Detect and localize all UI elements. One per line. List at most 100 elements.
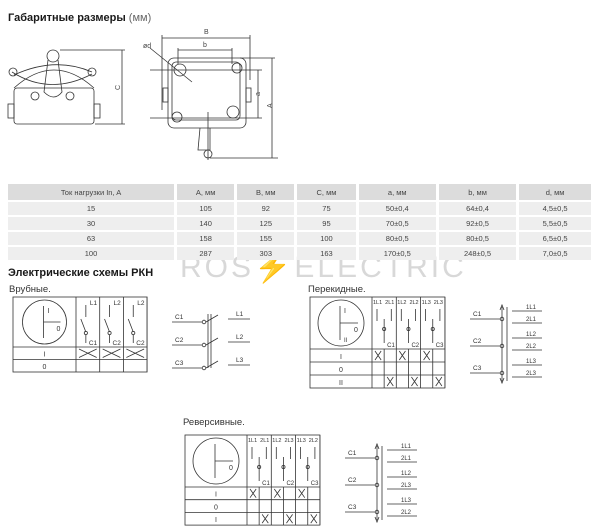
table-cell: 163 bbox=[297, 247, 356, 260]
input-label: C2 bbox=[175, 337, 184, 344]
x-mark bbox=[78, 348, 97, 358]
x-mark bbox=[286, 514, 293, 524]
contact-blade bbox=[104, 318, 110, 333]
x-mark bbox=[374, 350, 382, 361]
label-a: a bbox=[255, 92, 262, 96]
contact-pivot bbox=[281, 464, 286, 469]
row-label: I bbox=[340, 354, 342, 361]
table-cell: 5,5±0,5 bbox=[519, 217, 591, 230]
contact-label-top: L2 bbox=[114, 300, 122, 307]
dial-circle bbox=[192, 437, 240, 485]
contact-label-bottom: C1 bbox=[387, 343, 395, 349]
table-cell: 95 bbox=[297, 217, 356, 230]
label-C: C bbox=[115, 85, 122, 90]
x-mark bbox=[273, 488, 281, 498]
input-label: C1 bbox=[473, 311, 482, 318]
arrow-icon bbox=[499, 303, 505, 385]
label-b: b bbox=[203, 42, 207, 49]
contact-label-bottom: C3 bbox=[436, 343, 444, 349]
table-border bbox=[184, 434, 321, 526]
contact-label-bottom: C1 bbox=[262, 481, 270, 487]
dial-symbol: I0 bbox=[22, 299, 67, 345]
column-header: C, мм bbox=[297, 184, 356, 200]
contact-pivot bbox=[107, 330, 112, 335]
table-cell: 100 bbox=[8, 247, 175, 260]
switch-blade bbox=[205, 360, 219, 369]
contact-label-bottom: C2 bbox=[411, 343, 419, 349]
input-label: C3 bbox=[348, 504, 357, 511]
dimensions-unit: (мм) bbox=[128, 12, 152, 24]
output-label: 1L1 bbox=[526, 305, 537, 311]
scheme-title-reversivnye: Реверсивные. bbox=[183, 417, 245, 428]
contact-pivot bbox=[406, 326, 411, 331]
dial-label-top: I bbox=[48, 308, 50, 315]
schemes-title: Электрические схемы РКН bbox=[8, 267, 154, 279]
top-view-drawing: B b ød a A bbox=[143, 29, 278, 160]
output-label: 1L2 bbox=[401, 471, 412, 477]
input-label: C1 bbox=[348, 450, 357, 457]
switch-blade bbox=[205, 337, 219, 346]
contact-pivot bbox=[305, 464, 310, 469]
dimensions-title: Габаритные размеры (мм) bbox=[8, 12, 151, 24]
contact-label-bottom: C2 bbox=[286, 481, 294, 487]
contact-pivot bbox=[131, 330, 136, 335]
table-cell: 125 bbox=[237, 217, 295, 230]
table-cell: 158 bbox=[177, 232, 235, 245]
table-cell: 63 bbox=[8, 232, 175, 245]
output-label: 1L3 bbox=[401, 498, 412, 504]
dial-label-right: 0 bbox=[57, 326, 61, 333]
table-cell: 92 bbox=[237, 202, 295, 215]
table-border bbox=[12, 296, 148, 373]
contact-label-top: L2 bbox=[137, 300, 145, 307]
arrow-icon bbox=[374, 442, 380, 524]
contact-label-top: 1L1 bbox=[373, 300, 382, 306]
x-mark bbox=[411, 376, 418, 387]
dial-label-bottom: II bbox=[344, 338, 348, 344]
table-cell: 70±0,5 bbox=[358, 217, 436, 230]
x-mark bbox=[435, 376, 443, 387]
output-label: 1L3 bbox=[526, 359, 537, 365]
table-cell: 50±0,4 bbox=[358, 202, 436, 215]
output-label: 2L2 bbox=[526, 344, 537, 350]
contact-label-bottom: C2 bbox=[113, 340, 122, 347]
x-mark bbox=[102, 348, 121, 358]
contact-blade bbox=[80, 318, 87, 333]
contact-label-top: 2L2 bbox=[409, 300, 418, 306]
column-header: A, мм bbox=[177, 184, 235, 200]
output-label: 2L3 bbox=[526, 371, 537, 377]
column-header: Ток нагрузки In, A bbox=[8, 184, 175, 200]
row-label: I bbox=[215, 492, 217, 499]
table-cell: 140 bbox=[177, 217, 235, 230]
table-cell: 105 bbox=[177, 202, 235, 215]
table-cell: 248±0,5 bbox=[438, 247, 517, 260]
input-label: C1 bbox=[175, 314, 184, 321]
dial-circle bbox=[22, 299, 67, 345]
table-cell: 64±0,4 bbox=[438, 202, 517, 215]
contact-label-top: 1L1 bbox=[248, 438, 257, 444]
contact-label-top: 1L2 bbox=[397, 300, 406, 306]
contact-pivot bbox=[382, 326, 387, 331]
table-cell: 80±0,5 bbox=[438, 232, 517, 245]
column-header: b, мм bbox=[438, 184, 517, 200]
table-cell: 75 bbox=[297, 202, 356, 215]
contact-label-top: 2L3 bbox=[284, 438, 293, 444]
output-label: 2L2 bbox=[401, 510, 412, 516]
table-cell: 92±0,5 bbox=[438, 217, 517, 230]
contact-label-bottom: C2 bbox=[136, 340, 145, 347]
table-cell: 80±0,5 bbox=[358, 232, 436, 245]
column-header: d, мм bbox=[519, 184, 591, 200]
